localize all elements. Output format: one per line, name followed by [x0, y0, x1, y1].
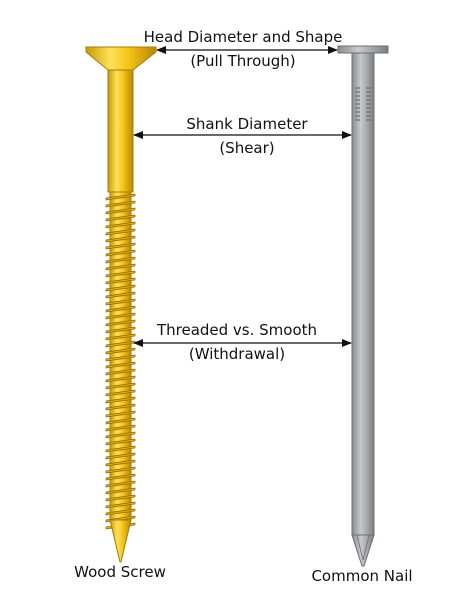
screw-head [85, 46, 157, 71]
shank-sublabel: (Shear) [219, 139, 274, 157]
screw-thread [105, 389, 136, 397]
screw-thread [105, 375, 136, 383]
screw-thread [105, 207, 136, 215]
screw-threads [105, 193, 136, 530]
screw-thread [105, 417, 136, 425]
head-sublabel: (Pull Through) [190, 52, 295, 70]
screw-thread [105, 284, 136, 292]
screw-thread [105, 473, 136, 481]
screw-thread [105, 368, 136, 376]
screw-thread [105, 319, 136, 327]
screw-thread [105, 249, 136, 257]
nail-grip-marks [355, 87, 371, 121]
wood-screw [85, 46, 157, 563]
screw-thread [105, 326, 136, 334]
screw-thread [105, 459, 136, 467]
head-label: Head Diameter and Shape [144, 28, 343, 46]
screw-shank [107, 69, 134, 193]
screw-thread [105, 228, 136, 236]
screw-thread [105, 452, 136, 460]
screw-thread [105, 494, 136, 502]
screw-thread [105, 424, 136, 432]
screw-thread [105, 487, 136, 495]
shank-label: Shank Diameter [186, 115, 308, 133]
thread-label: Threaded vs. Smooth [156, 321, 317, 339]
screw-thread [105, 235, 136, 243]
screw-thread [105, 242, 136, 250]
common-nail [337, 45, 389, 567]
screw-thread [105, 298, 136, 306]
nail-head [337, 45, 389, 54]
screw-thread [105, 361, 136, 369]
screw-thread [105, 291, 136, 299]
thread-sublabel: (Withdrawal) [189, 345, 285, 363]
screw-tip [109, 519, 132, 563]
screw-thread [105, 277, 136, 285]
screw-thread [105, 466, 136, 474]
screw-thread [105, 396, 136, 404]
wood-screw-caption: Wood Screw [74, 563, 166, 581]
screw-thread [105, 193, 136, 201]
common-nail-caption: Common Nail [311, 567, 412, 585]
screw-thread [105, 333, 136, 341]
screw-thread [105, 200, 136, 208]
screw-thread [105, 480, 136, 488]
screw-thread [105, 403, 136, 411]
screw-thread [105, 501, 136, 509]
screw-thread [105, 214, 136, 222]
screw-thread [105, 431, 136, 439]
screw-thread [105, 312, 136, 320]
screw-thread [105, 410, 136, 418]
screw-thread [105, 347, 136, 355]
nail-tip [351, 534, 375, 567]
screw-thread [105, 354, 136, 362]
screw-thread [105, 221, 136, 229]
screw-thread [105, 508, 136, 516]
screw-thread [105, 256, 136, 264]
screw-thread [105, 445, 136, 453]
screw-thread [105, 438, 136, 446]
screw-thread [105, 263, 136, 271]
screw-thread [105, 382, 136, 390]
screw-thread [105, 305, 136, 313]
nail-tip-facet [356, 534, 370, 561]
screw-thread [105, 270, 136, 278]
nail-shank [351, 52, 375, 536]
